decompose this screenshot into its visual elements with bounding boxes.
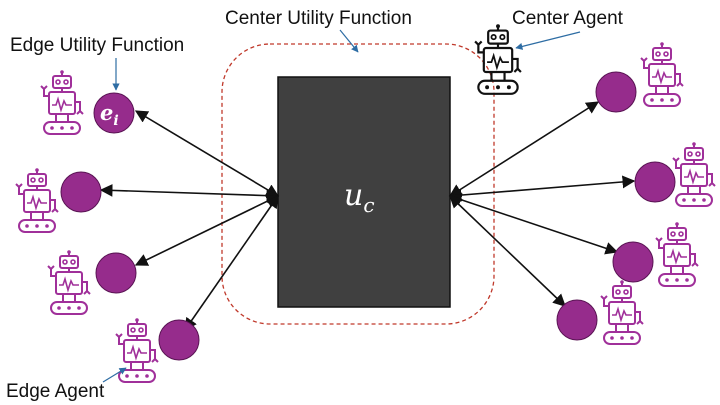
edge-node-right-3 bbox=[612, 241, 654, 283]
edge-node-left-2 bbox=[60, 171, 102, 213]
pointer-center-agent bbox=[515, 31, 581, 50]
label-edge-utility-function: Edge Utility Function bbox=[10, 35, 184, 56]
edge-node-right-2 bbox=[634, 161, 676, 203]
edge-node-left-3 bbox=[95, 252, 137, 294]
link-left-1 bbox=[134, 110, 280, 197]
edge-node-left-4 bbox=[158, 319, 200, 361]
robot-icon bbox=[672, 142, 716, 207]
link-right-4 bbox=[449, 195, 566, 307]
link-left-4 bbox=[184, 194, 279, 332]
robot-icon bbox=[40, 70, 84, 135]
link-right-2 bbox=[448, 175, 636, 202]
pointer-edge-agent bbox=[102, 367, 127, 383]
label-center-utility-function: Center Utility Function bbox=[225, 8, 412, 29]
robot-icon bbox=[115, 318, 159, 383]
edge-node-right-4 bbox=[556, 299, 598, 341]
link-right-1 bbox=[448, 101, 600, 197]
robot-icon bbox=[640, 42, 684, 107]
link-left-2 bbox=[99, 183, 280, 203]
label-edge-agent: Edge Agent bbox=[6, 381, 105, 402]
pointer-center-utility bbox=[339, 29, 359, 53]
robot-icon bbox=[600, 280, 644, 345]
edge-node-symbol: ei bbox=[100, 100, 119, 129]
center-utility-block bbox=[277, 76, 451, 308]
robot-icon bbox=[47, 250, 91, 315]
edge-node-right-1 bbox=[595, 71, 637, 113]
label-center-agent: Center Agent bbox=[512, 8, 624, 29]
edge-node-left-1 bbox=[93, 92, 135, 134]
robot-icon bbox=[15, 168, 59, 233]
link-left-3 bbox=[134, 195, 280, 266]
robot-icon bbox=[474, 24, 522, 95]
link-right-3 bbox=[448, 193, 619, 255]
robot-icon bbox=[655, 222, 699, 287]
center-utility-symbol: uc bbox=[344, 178, 375, 217]
